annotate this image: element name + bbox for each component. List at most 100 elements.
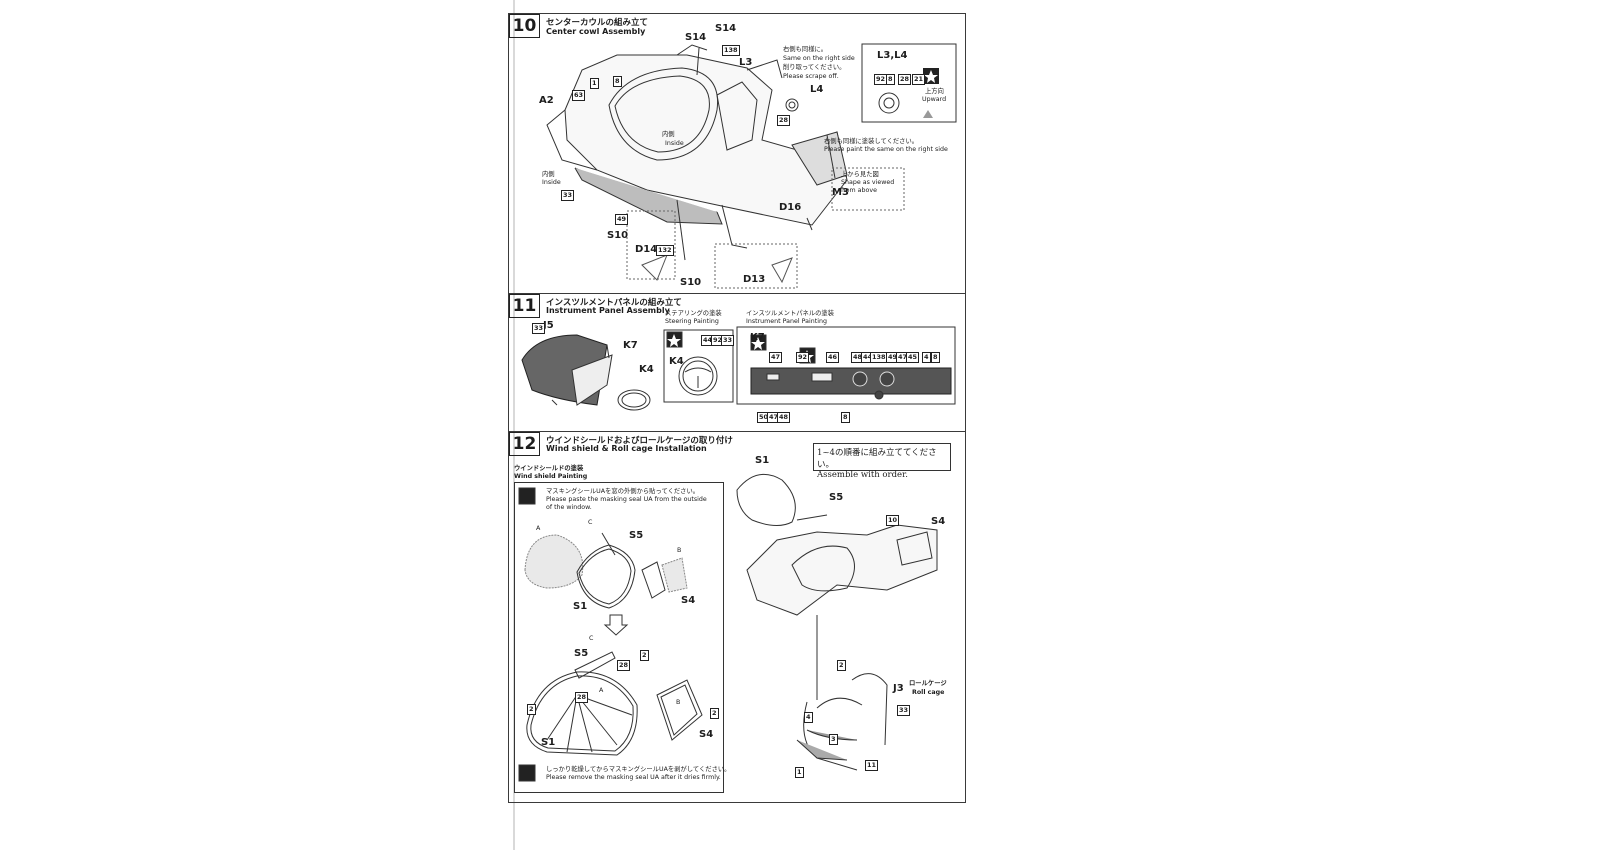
code-21: 21	[912, 74, 926, 85]
letter-b: B	[677, 547, 682, 554]
part-s1-paint: S1	[573, 601, 588, 612]
step11-title-en: Instrument Panel Assembly	[546, 306, 670, 315]
note-upward-jp: 上方向	[925, 88, 944, 95]
part-s5: S5	[829, 492, 844, 503]
part-s10-b: S10	[680, 277, 702, 288]
note-view-en1: Shape as viewed	[841, 179, 895, 186]
part-s4-bottom: S4	[699, 729, 714, 740]
letter-c: C	[588, 519, 593, 526]
note-paint-same-en: Please paint the same on the right side	[824, 146, 948, 153]
part-d16: D16	[779, 202, 802, 213]
seq-2: 2	[837, 660, 846, 671]
code-28-a: 28	[617, 660, 631, 671]
note-view-jp: 上から見た図	[841, 171, 879, 178]
part-s14-a: S14	[685, 32, 707, 43]
part-a2: A2	[539, 95, 554, 106]
order-note: 1~4の順番に組み立ててください。 Assemble with order.	[813, 443, 951, 480]
rollcage-en: Roll cage	[912, 689, 945, 696]
code-2-b: 2	[527, 704, 536, 715]
part-j3: J3	[893, 683, 904, 694]
step10-title-en: Center cowl Assembly	[546, 27, 646, 36]
note-inside2-jp: 内側	[542, 171, 555, 178]
code-11: 11	[865, 760, 879, 771]
mask1-en1: Please paste the masking seal UA from th…	[546, 496, 707, 503]
mask1-jp: マスキングシールUAを窓の外側から貼ってください。	[546, 488, 700, 495]
code-47: 47	[769, 352, 783, 363]
order-note-jp: 1~4の順番に組み立ててください。	[817, 448, 937, 470]
ws-paint-en: Wind shield Painting	[514, 473, 588, 480]
code-33-j3: 33	[897, 705, 911, 716]
code-63: 63	[572, 90, 586, 101]
code-8-b: 8	[841, 412, 850, 423]
part-s1-bottom: S1	[541, 737, 556, 748]
mask1-en2: of the window.	[546, 504, 592, 511]
note-view-en2: from above	[841, 187, 877, 194]
steering-en: Steering Painting	[665, 318, 719, 325]
step11-number: 11	[509, 294, 540, 318]
code-33-j5: 33	[532, 323, 546, 334]
part-k4-steering: K4	[669, 356, 684, 367]
letter-a-2: A	[599, 687, 604, 694]
code-8: 8	[613, 76, 622, 87]
code-8-p: 8	[931, 352, 940, 363]
part-s10-a: S10	[607, 230, 629, 241]
page-edge	[513, 0, 515, 850]
code-48-b: 48	[777, 412, 791, 423]
part-l3: L3	[739, 57, 753, 68]
mask2-jp: しっかり乾燥してからマスキングシールUAを剥がしてください。	[546, 766, 731, 773]
note-inside-jp: 内側	[662, 131, 675, 138]
center-cowl-drawing	[546, 43, 957, 289]
panel-en: Instrument Panel Painting	[746, 318, 827, 325]
ws-paint-jp: ウインドシールドの塗装	[514, 465, 584, 472]
note-same-side-jp: 右側も同様に。	[783, 46, 828, 53]
part-j5: J5	[543, 320, 554, 331]
step12-number: 12	[509, 432, 540, 456]
letter-b-2: B	[676, 699, 681, 706]
code-28-b: 28	[575, 692, 589, 703]
part-s4: S4	[931, 516, 946, 527]
code-2-c: 2	[710, 708, 719, 719]
note-scrape-jp: 削り取ってください。	[783, 64, 846, 71]
code-4: 4	[922, 352, 931, 363]
part-m3: M3	[832, 187, 849, 198]
instrument-panel-drawing	[521, 326, 956, 411]
letter-a: A	[536, 525, 541, 532]
step12-frame	[508, 431, 966, 803]
note-inside-en: Inside	[665, 140, 684, 147]
part-s5-bottom: S5	[574, 648, 589, 659]
note-inside2-en: Inside	[542, 179, 561, 186]
steering-jp: ステアリングの塗装	[665, 310, 722, 317]
part-s5-paint: S5	[629, 530, 644, 541]
code-2-a: 2	[640, 650, 649, 661]
rollcage-jp: ロールケージ	[909, 680, 947, 687]
code-92-p: 92	[796, 352, 810, 363]
seq-4: 4	[804, 712, 813, 723]
code-10: 10	[886, 515, 900, 526]
part-d14: D14	[635, 244, 658, 255]
code-33: 33	[561, 190, 575, 201]
mask2-en: Please remove the masking seal UA after …	[546, 774, 721, 781]
code-33-s: 33	[721, 335, 735, 346]
order-note-en: Assemble with order.	[817, 470, 908, 480]
code-45: 45	[906, 352, 920, 363]
step12-title-jp: ウインドシールドおよびロールケージの取り付け	[546, 436, 733, 446]
part-s4-paint: S4	[681, 595, 696, 606]
note-scrape-en: Please scrape off.	[783, 73, 839, 80]
note-paint-same-jp: 右側も同様に塗装してください。	[824, 138, 919, 145]
part-k7: K7	[623, 340, 638, 351]
code-138-p: 138	[870, 352, 888, 363]
step11-title-jp: インスツルメントパネルの組み立て	[546, 298, 682, 308]
step10-title-jp: センターカウルの組み立て	[546, 18, 649, 28]
windshield-paint-box	[514, 482, 724, 793]
part-l4: L4	[810, 84, 824, 95]
note-same-side-en: Same on the right side	[783, 55, 855, 62]
panel-jp: インスツルメントパネルの塗装	[746, 310, 835, 317]
part-s1: S1	[755, 455, 770, 466]
code-46: 46	[826, 352, 840, 363]
code-132: 132	[656, 245, 674, 256]
instruction-page: 10 センターカウルの組み立て Center cowl Assembly	[508, 0, 1002, 850]
step10-number: 10	[509, 14, 540, 38]
part-s14-b: S14	[715, 23, 737, 34]
code-8b: 8	[886, 74, 895, 85]
step12-title-en: Wind shield & Roll cage Installation	[546, 444, 707, 453]
